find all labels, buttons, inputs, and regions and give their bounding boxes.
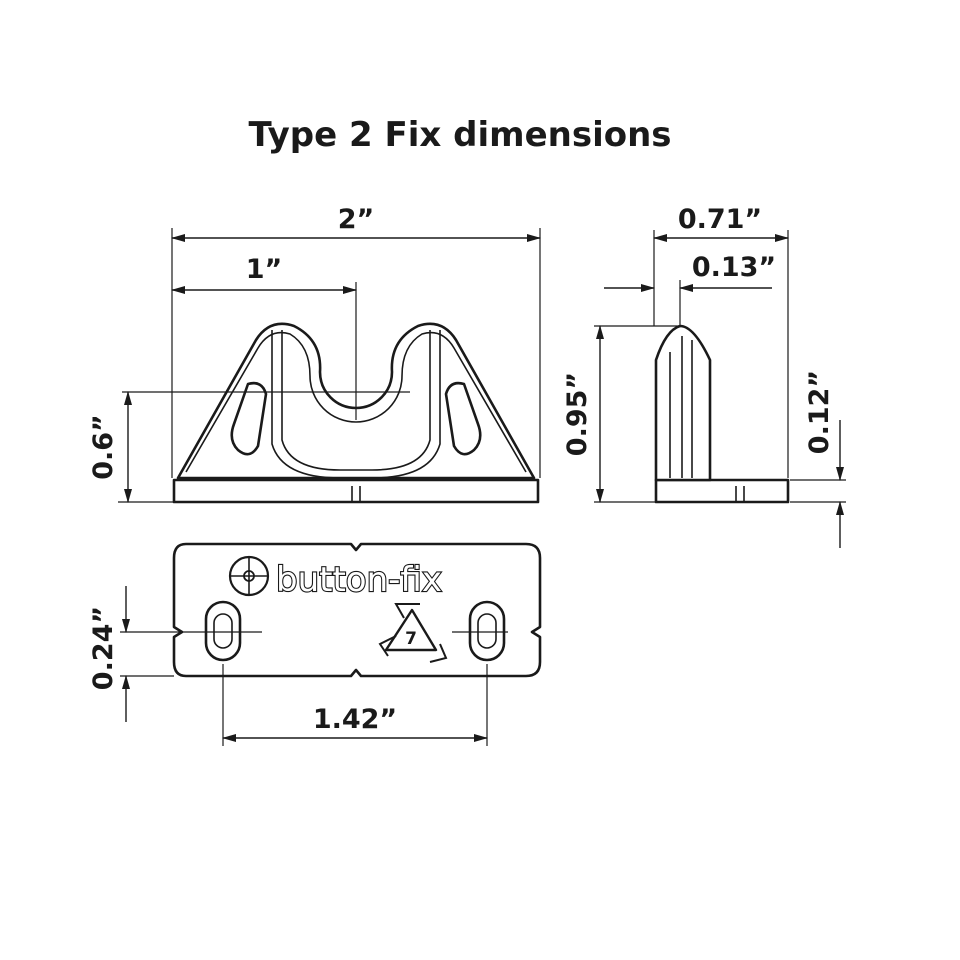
dim-slot-height: 0.24” [88,586,174,722]
dim-overall-height-label: 0.95” [562,372,593,456]
dim-center-height: 0.6” [88,391,174,503]
dim-post-thickness-label: 0.13” [692,252,776,283]
dim-center-height-label: 0.6” [88,414,119,480]
dim-half-width: 1” [171,254,357,420]
dim-hole-spacing-label: 1.42” [313,704,397,735]
dim-base-thickness-label: 0.12” [804,370,835,454]
front-view [122,322,540,504]
dim-overall-width: 2” [171,204,541,478]
dim-half-width-label: 1” [246,254,283,285]
dim-base-thickness: 0.12” [790,370,846,548]
plate-right-slot [468,600,506,662]
recycling-code: 7 [405,629,417,649]
dim-overall-height: 0.95” [562,325,680,503]
recycle-icon: 7 [378,603,448,663]
dim-overall-width-label: 2” [338,204,375,235]
dim-hole-spacing: 1.42” [222,664,488,746]
base-plate: button-fix 7 [120,542,542,678]
button-icon [228,555,270,597]
dim-side-depth: 0.71” [653,204,789,478]
front-right-slot [444,381,482,456]
page-title: Type 2 Fix dimensions [248,115,671,155]
plate-left-slot [204,600,242,662]
side-base [654,478,790,504]
front-left-slot [230,381,268,456]
dim-slot-height-label: 0.24” [88,606,119,690]
side-post [654,324,712,482]
dim-post-thickness: 0.13” [604,252,776,326]
dim-side-depth-label: 0.71” [678,204,762,235]
front-body [176,322,536,480]
side-view [654,324,790,504]
brand-name: button-fix [276,560,442,600]
front-base [172,478,540,504]
